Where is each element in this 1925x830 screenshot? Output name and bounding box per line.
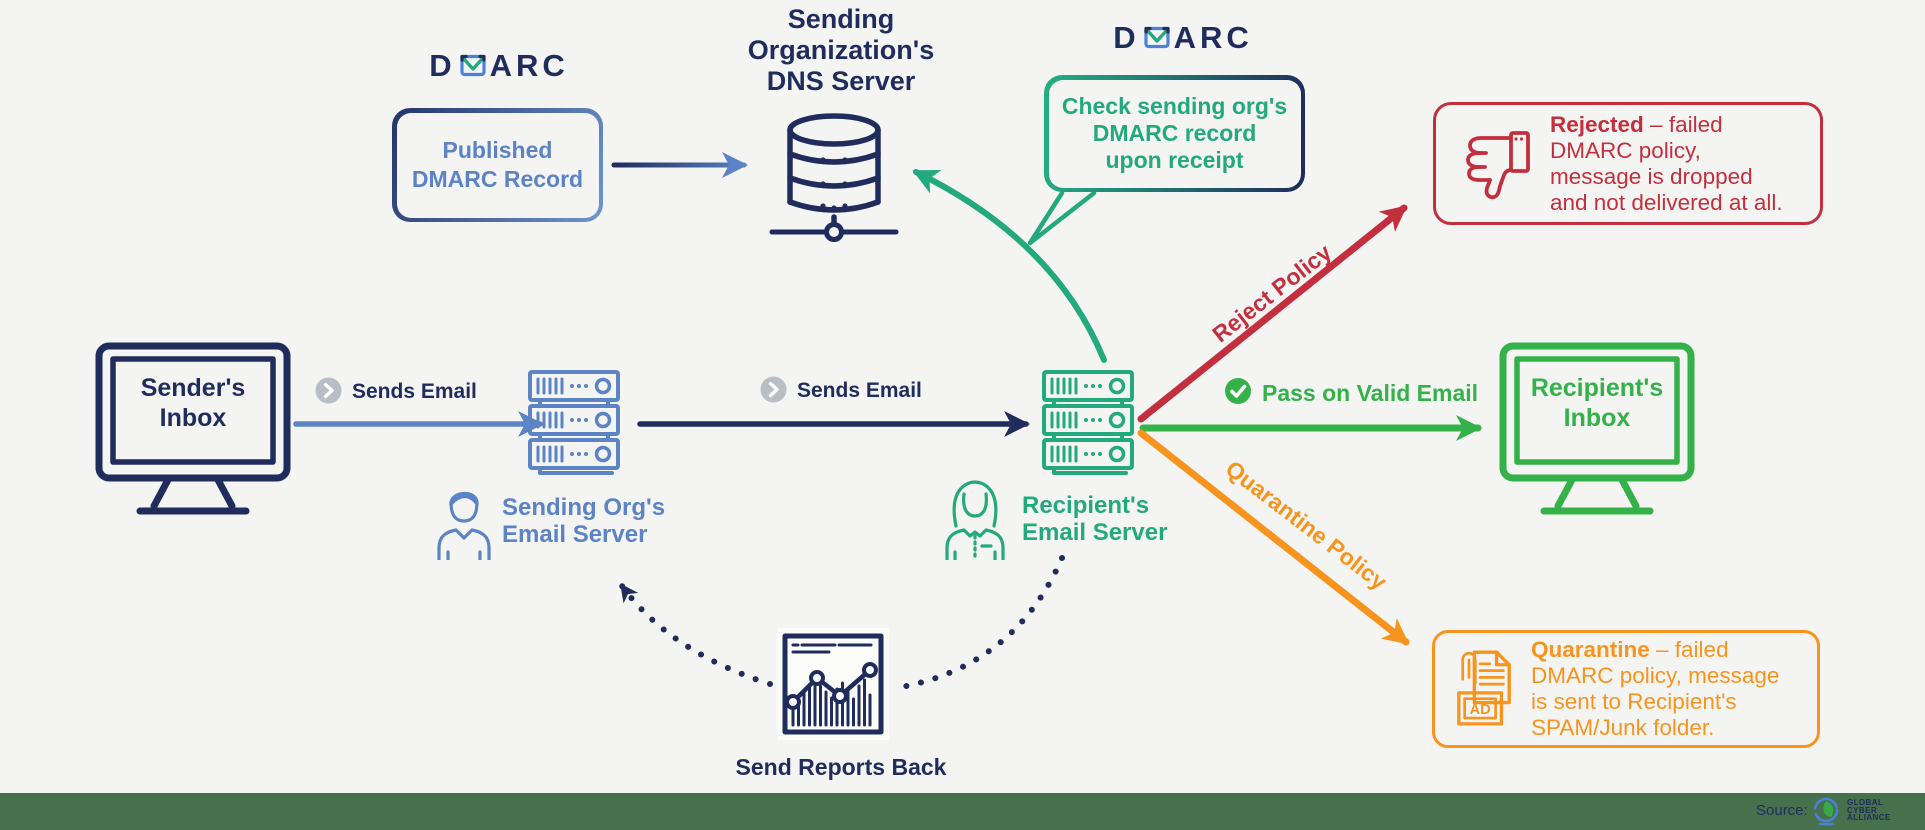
check-box-line3: upon receipt — [1105, 147, 1244, 173]
sender-inbox-label: Sender's Inbox — [140, 374, 246, 432]
footer-bar — [0, 793, 1925, 830]
dmarc-logo-left: D ARC — [424, 48, 574, 84]
dns-server-title: Sending Organization's DNS Server — [747, 4, 935, 96]
dmarc-logo-d: D — [1113, 20, 1140, 55]
reports-chart-icon — [777, 628, 889, 740]
published-record-line1: Published — [442, 137, 553, 163]
spam-document-icon: AD — [1457, 650, 1511, 726]
sending-admin-person-icon — [437, 491, 491, 560]
recipient-admin-person-icon — [945, 480, 1005, 560]
curve-check-dns — [912, 169, 1107, 363]
dmarc-envelope-icon — [460, 54, 486, 77]
recipient-inbox-label: Recipient's Inbox — [1530, 374, 1664, 432]
quarantine-result-box: AD Quarantine – failed DMARC policy, mes… — [1432, 630, 1820, 748]
sends-email-label-2: Sends Email — [797, 379, 922, 402]
speech-tail — [1027, 190, 1097, 246]
global-cyber-alliance-logo-icon — [1813, 797, 1839, 826]
rejected-text: Rejected – failed DMARC policy, message … — [1550, 111, 1783, 215]
dns-database-icon — [769, 113, 899, 242]
check-box-line1: Check sending org's — [1061, 93, 1288, 119]
chevron-circle-icon — [315, 377, 342, 404]
arrow-reject-policy — [1137, 204, 1408, 423]
recipient-email-server-icon — [1042, 370, 1134, 475]
dmarc-logo-arc: ARC — [1173, 20, 1253, 55]
rejected-result-box: Rejected – failed DMARC policy, message … — [1433, 102, 1823, 225]
sends-email-label-1: Sends Email — [352, 380, 477, 403]
quarantine-title: Quarantine — [1531, 637, 1650, 662]
dotted-reports-right — [893, 555, 1065, 691]
thumbs-down-icon — [1466, 130, 1530, 199]
quarantine-text: Quarantine – failed DMARC policy, messag… — [1531, 637, 1780, 740]
sending-email-server-icon — [528, 370, 620, 475]
check-circle-icon — [1225, 378, 1251, 404]
dotted-reports-left — [619, 583, 773, 687]
sender-inbox-monitor-icon — [95, 342, 291, 515]
source-label: Source: — [1756, 802, 1808, 819]
recipient-server-label: Recipient's Email Server — [1022, 492, 1168, 546]
dmarc-logo-center: D ARC — [1108, 20, 1258, 56]
check-box-line2: DMARC record — [1092, 120, 1257, 146]
dmarc-logo-arc: ARC — [489, 48, 569, 83]
arrow-quarantine-policy — [1137, 429, 1410, 646]
published-record-line2: DMARC Record — [411, 166, 584, 192]
send-reports-label: Send Reports Back — [735, 754, 947, 780]
published-dmarc-record-box: Published DMARC Record — [392, 108, 603, 222]
pass-valid-email-label: Pass on Valid Email — [1262, 380, 1479, 406]
dmarc-logo-d: D — [429, 48, 456, 83]
rejected-title: Rejected — [1550, 111, 1644, 137]
global-cyber-alliance-wordmark: GLOBAL CYBER ALLIANCE — [1847, 798, 1891, 822]
ad-stamp-label: AD — [1470, 702, 1491, 718]
sending-server-label: Sending Org's Email Server — [502, 494, 666, 548]
chevron-circle-icon — [760, 376, 787, 403]
check-dmarc-record-box: Check sending org's DMARC record upon re… — [1044, 75, 1305, 192]
dmarc-envelope-icon — [1144, 26, 1170, 49]
recipient-inbox-monitor-icon — [1499, 342, 1695, 515]
